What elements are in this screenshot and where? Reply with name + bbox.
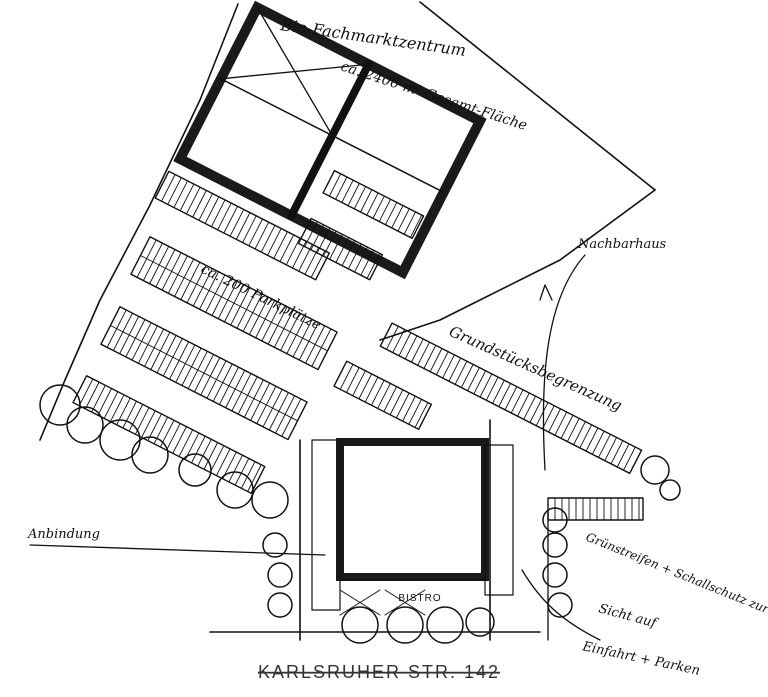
tree-canopy [251, 481, 289, 519]
stall-lines [106, 309, 302, 437]
stall-lines [78, 378, 262, 492]
tree-canopy [542, 507, 568, 533]
tree-canopy [659, 479, 681, 501]
parking-row [333, 360, 433, 430]
parking-row [297, 217, 384, 281]
tree-canopy [386, 606, 424, 644]
label-center-area: ca. 2400 m² Gesamt-Fläche [339, 59, 529, 134]
plot-outline [39, 1, 656, 641]
label-sight-axis: Sicht auf [597, 601, 660, 631]
label-neighbour: Nachbarhaus [577, 237, 667, 252]
label-street: KARLSRUHER STR. 142 [258, 662, 500, 682]
main-building [173, 0, 487, 280]
tree-canopy [262, 532, 288, 558]
tree-canopy [465, 607, 495, 637]
bistro-building [311, 438, 514, 616]
tree-canopy [216, 471, 254, 509]
parking-row [154, 170, 330, 281]
tree-canopy [547, 592, 573, 618]
tree-canopy [542, 562, 568, 588]
parking-rows [72, 169, 644, 521]
label-bistro: BISTRO [398, 593, 441, 604]
label-center-title: Bio-Fachmarktzentrum [278, 15, 467, 60]
tree-canopy [267, 562, 293, 588]
annotation-lines [29, 254, 601, 641]
stall-lines [304, 221, 381, 279]
parking-row [72, 375, 266, 495]
parking-stall-hatching [78, 173, 640, 521]
tree-canopy [131, 436, 169, 474]
label-plot-boundary: Grundstücksbegrenzung [446, 322, 624, 415]
tree-canopy [542, 532, 568, 558]
tree-canopy [39, 384, 81, 426]
tree-canopy [426, 606, 464, 644]
tree-clusters [39, 384, 681, 644]
parking-row [547, 497, 644, 521]
stall-lines [554, 497, 640, 521]
label-green-strip: Grünstreifen + Schallschutz zur Wohnbeba… [584, 530, 768, 653]
label-access-road: Anbindung [27, 527, 100, 542]
parking-row [322, 169, 425, 240]
tree-canopy [341, 606, 379, 644]
stall-lines [136, 239, 332, 367]
tree-canopy [66, 406, 104, 444]
label-parking: ca. 200 Parkplätze [198, 261, 323, 333]
stall-lines [386, 325, 636, 471]
tree-canopy [640, 455, 670, 485]
label-entrance: Einfahrt + Parken [580, 639, 701, 679]
stall-lines [161, 174, 326, 278]
tree-canopy [267, 592, 293, 618]
stall-lines [339, 363, 429, 428]
stall-lines [328, 173, 423, 238]
tree-canopy [178, 453, 212, 487]
